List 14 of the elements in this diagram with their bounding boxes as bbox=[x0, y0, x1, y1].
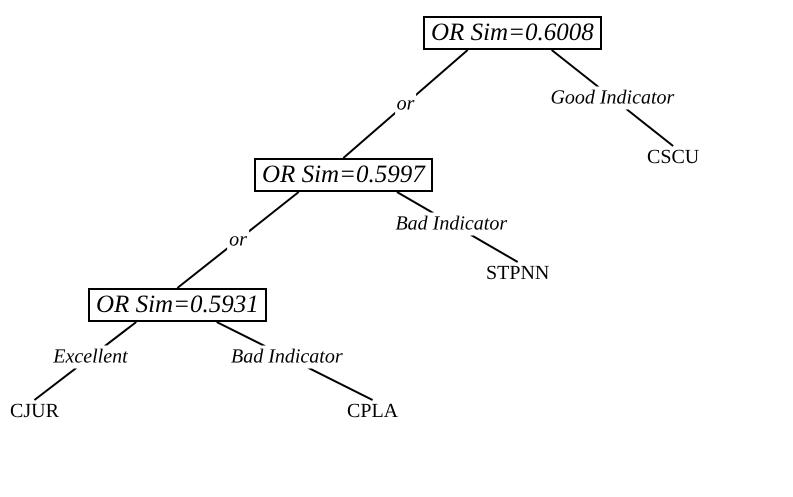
tree-branch-line bbox=[342, 49, 468, 159]
leaf-label: STPNN bbox=[484, 262, 552, 285]
edge-label: Bad Indicator bbox=[393, 212, 510, 235]
edge-label: or bbox=[227, 228, 249, 252]
edge-label: or bbox=[394, 92, 416, 116]
leaf-label: CPLA bbox=[345, 400, 400, 423]
node-box: OR Sim=0.5997 bbox=[254, 158, 433, 192]
tree-branch-line bbox=[176, 191, 300, 289]
edge-label: Bad Indicator bbox=[228, 346, 345, 369]
leaf-label: CSCU bbox=[645, 146, 702, 169]
leaf-label: CJUR bbox=[8, 400, 61, 423]
node-box: OR Sim=0.5931 bbox=[88, 288, 267, 322]
node-box: OR Sim=0.6008 bbox=[423, 16, 602, 50]
edge-label: Excellent bbox=[51, 346, 130, 369]
